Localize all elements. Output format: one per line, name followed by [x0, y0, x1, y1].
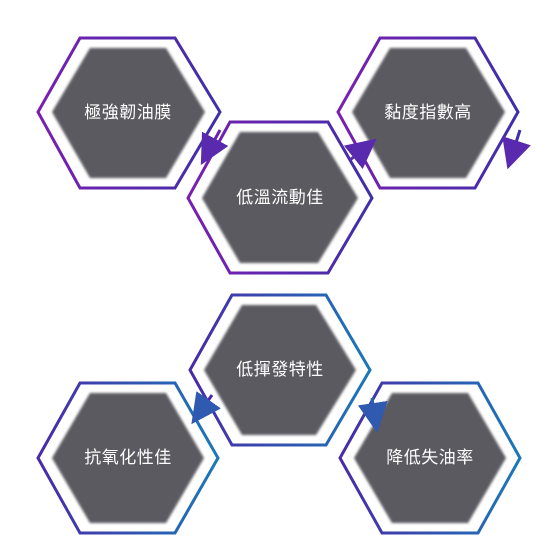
hex-top-right — [336, 36, 520, 190]
hex-fill — [52, 48, 205, 178]
arrow-bottom-right — [357, 397, 388, 433]
hex-fill — [352, 48, 505, 178]
hex-fill — [204, 305, 356, 435]
hex-outline — [186, 120, 374, 275]
hex-label-bottom-center: 低揮發特性 — [236, 360, 324, 380]
hex-outline — [338, 381, 522, 535]
hex-label-top-right: 黏度指數高 — [384, 103, 472, 123]
hex-fill — [202, 132, 358, 263]
arrow-top-middle — [343, 138, 377, 170]
hex-outline — [36, 381, 220, 535]
arrow-top-left — [200, 129, 229, 166]
arrow-bottom-left — [191, 391, 221, 425]
hex-label-bottom-left: 抗氧化性佳 — [84, 448, 172, 468]
hex-label-bottom-right: 降低失油率 — [386, 448, 474, 468]
hex-bottom-left — [36, 381, 220, 535]
hex-bottom-center — [188, 293, 372, 447]
hex-label-top-center: 低溫流動佳 — [236, 188, 324, 208]
hex-fill — [354, 393, 506, 523]
hex-outline — [188, 293, 372, 447]
hex-top-left — [36, 36, 222, 190]
hex-fill — [52, 393, 204, 523]
hex-top-center — [186, 120, 374, 275]
hex-outline — [336, 36, 520, 190]
arrow-top-right — [502, 129, 531, 170]
hex-bottom-right — [338, 381, 522, 535]
hex-label-top-left: 極強韌油膜 — [84, 103, 172, 123]
hex-outline — [36, 36, 222, 190]
